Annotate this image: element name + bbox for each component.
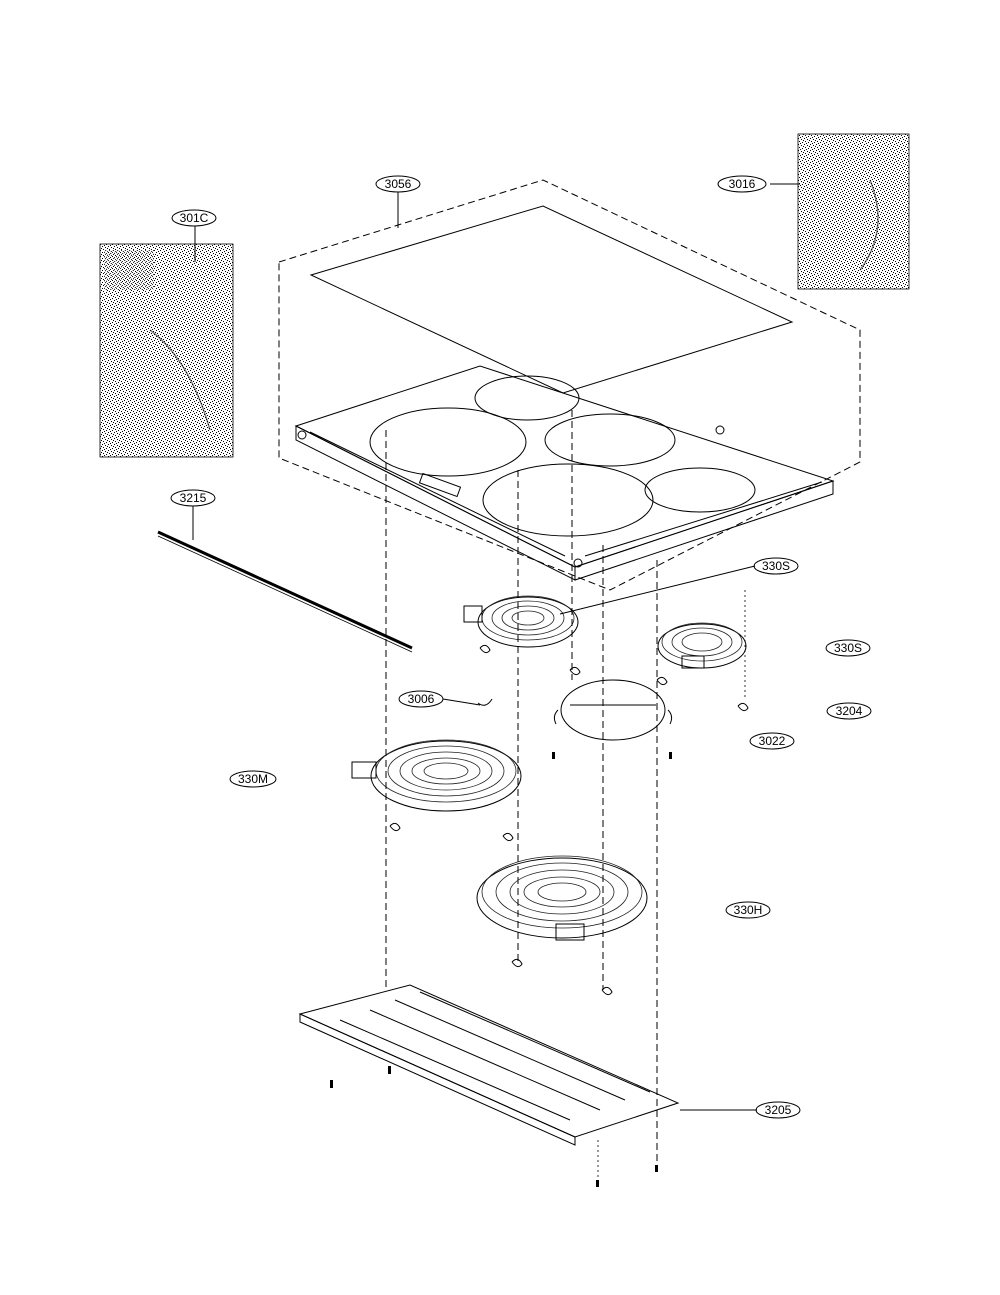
part-label-330M: 330M — [229, 770, 277, 788]
part-label-text: 3056 — [385, 177, 412, 191]
small-element-right — [657, 622, 747, 669]
trim-strip — [157, 530, 413, 653]
alignment-lines — [385, 410, 746, 1185]
part-label-text: 330H — [734, 903, 763, 917]
leader-lines — [192, 183, 800, 1111]
part-label-3204: 3204 — [826, 702, 872, 720]
part-label-text: 3215 — [180, 491, 207, 505]
cooktop-assembly-outline — [278, 179, 861, 591]
part-label-text: 330M — [238, 772, 268, 786]
part-label-text: 3204 — [836, 704, 863, 718]
part-label-text: 3016 — [729, 177, 756, 191]
part-label-3006: 3006 — [398, 690, 444, 708]
fasteners — [330, 644, 749, 1187]
bottom-tray — [298, 984, 680, 1146]
part-label-330S-right: 330S — [825, 639, 871, 657]
cover-plate — [553, 679, 673, 741]
part-label-3205: 3205 — [755, 1101, 801, 1119]
frame-opening-1 — [369, 407, 527, 477]
part-label-3215: 3215 — [170, 489, 216, 507]
part-label-text: 3022 — [759, 734, 786, 748]
small-element-top — [463, 595, 579, 648]
insulation-pad — [99, 243, 234, 458]
part-label-3022: 3022 — [749, 732, 795, 750]
frame-opening-5 — [644, 467, 756, 513]
glass-top-panel — [797, 133, 910, 290]
part-label-3056: 3056 — [375, 175, 421, 193]
part-label-text: 3205 — [765, 1103, 792, 1117]
medium-element — [351, 739, 522, 812]
part-label-text: 330S — [834, 641, 862, 655]
part-label-330S-top: 330S — [753, 557, 799, 575]
part-label-301C: 301C — [171, 209, 217, 227]
part-label-text: 330S — [762, 559, 790, 573]
frame-opening-4 — [482, 463, 654, 537]
cooktop-glass — [309, 205, 794, 394]
frame-opening-2 — [474, 375, 580, 421]
frame-opening-3 — [544, 413, 676, 467]
part-label-text: 301C — [180, 211, 209, 225]
large-element — [476, 855, 648, 941]
part-label-330H: 330H — [725, 901, 771, 919]
part-label-3016: 3016 — [717, 175, 767, 193]
cooktop-frame — [294, 365, 835, 581]
part-label-text: 3006 — [408, 692, 435, 706]
